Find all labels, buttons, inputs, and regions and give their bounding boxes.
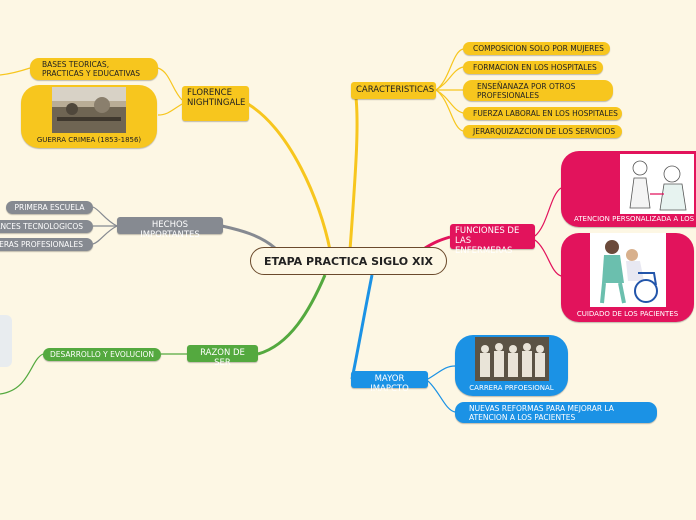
nurse-illustration-icon [620,154,694,214]
carrera-image [474,337,549,381]
topic-florence-nightingale[interactable]: FLORENCE NIGHTINGALE [182,86,249,121]
topic-caracteristicas[interactable]: CARACTERISTICAS [351,82,436,99]
topic-funciones-enfermeras[interactable]: FUNCIONES DE LAS ENFERMERAS [450,224,535,256]
subtopic-enfermeras-profesionales[interactable]: ENFERMERAS PROFESIONALES [0,238,93,251]
wheelchair-care-icon [589,233,666,307]
subtopic-fuerza-laboral[interactable]: FUERZA LABORAL EN LOS HOSPITALES [463,107,622,120]
atencion-image [620,154,694,214]
nurses-group-photo-icon [474,337,549,381]
subtopic-guerra-crimea[interactable]: GUERRA CRIMEA (1853-1856) [21,85,157,148]
subtopic-formacion-hospitales[interactable]: FORMACION EN LOS HOSPITALES [463,61,603,74]
topic-razon-de-ser[interactable]: RAZON DE SER [187,345,258,368]
subtopic-desarrollo-evolucion[interactable]: DESARROLLO Y EVOLUCION [43,348,161,361]
subtopic-ensenanza-profesionales[interactable]: ENSEÑANAZA POR OTROS PROFESIONALES [463,80,613,101]
subtopic-composicion-mujeres[interactable]: COMPOSICION SOLO POR MUJERES [463,42,610,55]
carrera-caption: CARRERA PRFOESIONAL [469,384,554,392]
topic-mayor-impacto[interactable]: MAYOR IMAPCTO [351,371,428,394]
subtopic-nuevas-reformas[interactable]: NUEVAS REFORMAS PARA MEJORAR LA ATENCION… [455,402,657,423]
guerra-crimea-caption: GUERRA CRIMEA (1853-1856) [36,136,142,144]
subtopic-avances-tecnologicos[interactable]: AVANCES TECNOLOGICOS [0,220,93,233]
subtopic-bases-teoricas[interactable]: BASES TEORICAS, PRACTICAS Y EDUCATIVAS [30,58,158,80]
subtopic-primera-escuela[interactable]: PRIMERA ESCUELA [6,201,93,214]
battle-painting-icon [52,87,126,133]
cropped-image-edge [0,315,12,367]
cuidado-caption: CUIDADO DE LOS PACIENTES [576,310,679,318]
subtopic-jerarquizacion-servicios[interactable]: JERARQUIZAZCION DE LOS SERVICIOS [463,125,622,138]
topic-hechos-importantes[interactable]: HECHOS IMPORTANTES [117,217,223,240]
guerra-crimea-image [52,87,126,133]
central-topic[interactable]: ETAPA PRACTICA SIGLO XIX [250,247,447,275]
atencion-caption: ATENCION PERSONALIZADA A LOS [574,215,695,223]
subtopic-atencion-personalizada[interactable]: ATENCION PERSONALIZADA A LOS [561,151,696,227]
cuidado-image [589,233,666,307]
subtopic-cuidado-pacientes[interactable]: CUIDADO DE LOS PACIENTES [561,233,694,322]
subtopic-carrera-profesional[interactable]: CARRERA PRFOESIONAL [455,335,568,396]
